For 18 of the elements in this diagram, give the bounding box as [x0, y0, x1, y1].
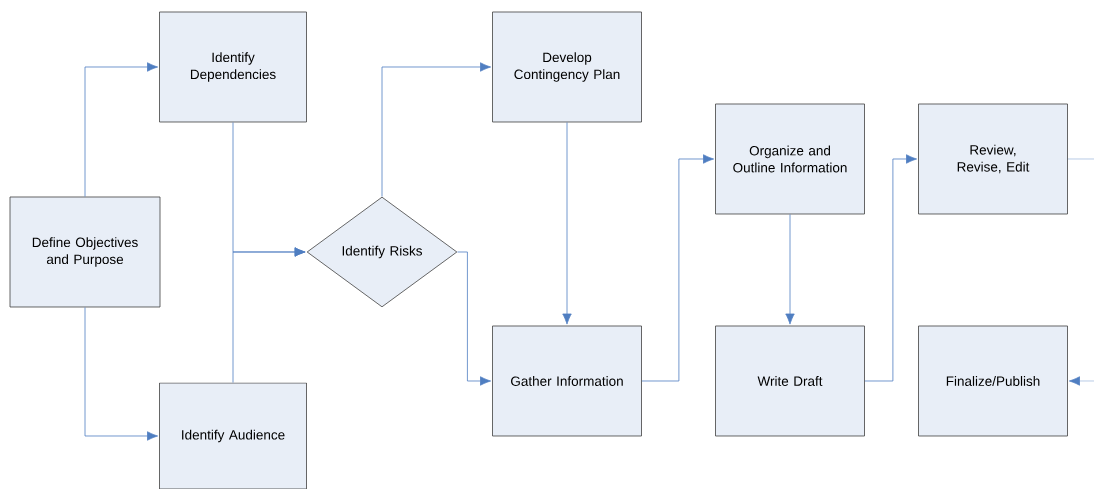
arrow [381, 62, 491, 197]
process-box: Organize and Outline Information [715, 103, 865, 215]
arrow [84, 307, 158, 441]
process-box: Define Objectives and Purpose [9, 196, 161, 308]
arrow [641, 154, 714, 382]
arrow [864, 154, 917, 382]
process-box: Review, Revise, Edit [918, 103, 1068, 215]
arrow [785, 214, 795, 325]
process-box: Identify Audience [159, 382, 307, 489]
process-box: Identify Dependencies [159, 11, 307, 123]
process-box: Finalize/Publish [918, 325, 1068, 437]
arrow [232, 247, 306, 383]
process-box: Write Draft [715, 325, 865, 437]
arrow [457, 251, 491, 386]
process-box: Develop Contingency Plan [492, 11, 642, 123]
arrow [84, 62, 158, 197]
arrow [562, 122, 572, 325]
process-box: Gather Information [492, 325, 642, 437]
